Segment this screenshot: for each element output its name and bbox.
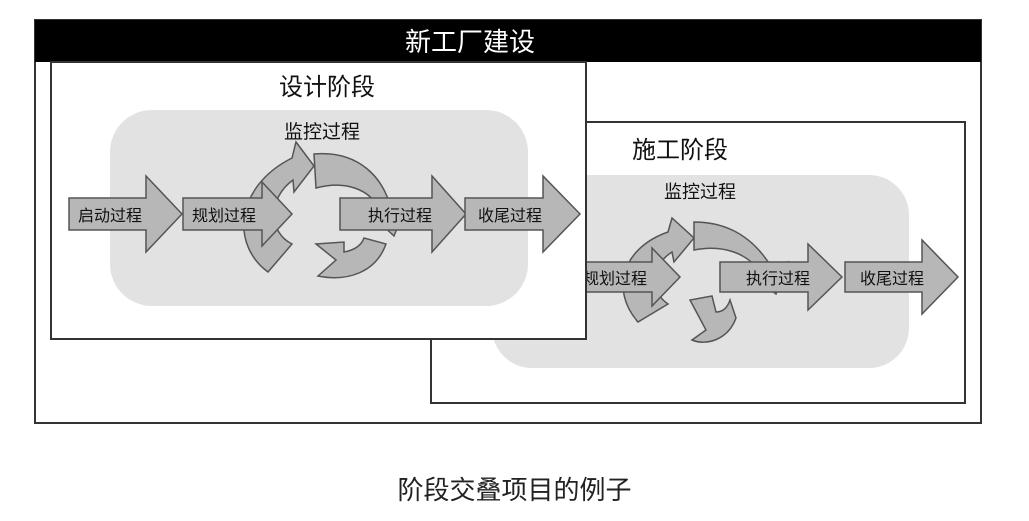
- construction-step-label-planning: 规划过程: [583, 269, 647, 288]
- outer-header-bar: [35, 20, 981, 62]
- figure-caption: 阶段交叠项目的例子: [397, 476, 632, 506]
- construction-step-arrow-closing: [844, 238, 960, 316]
- construction-phase-title: 施工阶段: [632, 136, 728, 164]
- outer-title: 新工厂建设: [405, 28, 535, 58]
- construction-cycle-arrow-return: [688, 295, 737, 343]
- construction-process-area: [492, 175, 909, 368]
- construction-step-arrow-executing: [719, 242, 844, 312]
- design-process-area: [110, 110, 528, 306]
- design-monitor-label: 监控过程: [284, 121, 360, 143]
- design-step-arrow-closing: [464, 174, 582, 254]
- construction-monitor-label: 监控过程: [664, 182, 736, 203]
- design-step-label-planning: 规划过程: [192, 206, 256, 225]
- design-step-arrow-planning: [182, 180, 294, 248]
- design-cycle-arrow-return: [314, 237, 387, 279]
- design-step-label-initiating: 启动过程: [78, 206, 142, 225]
- design-step-arrow-executing: [339, 174, 468, 254]
- design-step-label-executing: 执行过程: [368, 206, 432, 225]
- construction-step-label-executing: 执行过程: [746, 269, 810, 288]
- construction-step-label-closing: 收尾过程: [860, 269, 924, 288]
- design-step-arrow-initiating: [68, 174, 184, 254]
- phase-overlap-diagram: 新工厂建设 施工阶段 监控过程 规划过程 执行过程 收尾过程 设计阶段 监控过程…: [34, 19, 982, 424]
- design-step-label-closing: 收尾过程: [478, 206, 542, 225]
- design-phase-title: 设计阶段: [279, 73, 375, 101]
- construction-step-arrow-planning: [584, 246, 682, 308]
